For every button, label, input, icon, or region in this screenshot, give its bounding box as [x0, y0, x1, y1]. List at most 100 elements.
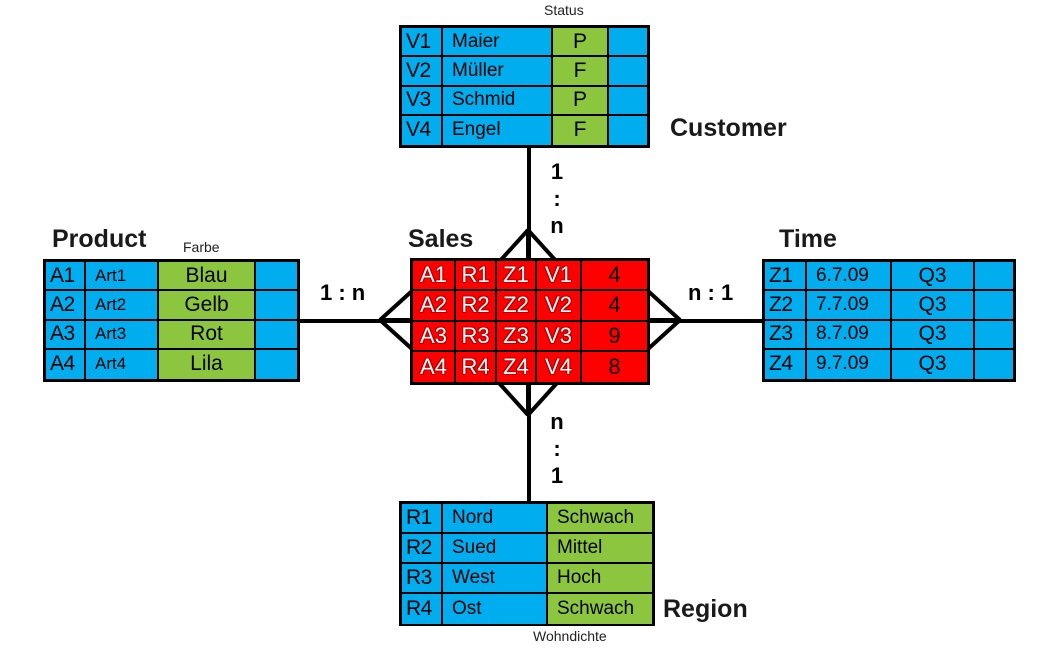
sales-cell-time: Z3 [497, 321, 537, 350]
region-cell-key: R3 [402, 564, 443, 592]
cardinality-customer-sales-line1: 1 [550, 159, 564, 184]
connector-sales-region [527, 383, 531, 502]
time-cell-date: 7.7.09 [807, 291, 892, 319]
customer-cell-status: F [553, 57, 609, 85]
sales-cell-measure: 4 [582, 261, 647, 290]
region-cell-wohndichte: Schwach [548, 594, 652, 624]
customer-cell-key: V3 [402, 86, 443, 114]
region-cell-wohndichte: Hoch [548, 564, 652, 592]
region-cell-name: Nord [443, 504, 548, 532]
time-cell-quarter: Q3 [892, 291, 975, 319]
customer-cell-key: V2 [402, 57, 443, 85]
time-cell-key: Z2 [765, 291, 807, 319]
time-cell-quarter: Q3 [892, 349, 975, 379]
region-cell-key: R4 [402, 594, 443, 624]
customer-cell-key: V1 [402, 28, 443, 56]
crowsfoot-sales-right [646, 289, 682, 351]
customer-cell-status: F [553, 115, 609, 145]
product-cell-farbe: Blau [159, 262, 256, 290]
product-cell-extra [256, 349, 297, 379]
customer-cell-name: Müller [443, 57, 553, 85]
crowsfoot-sales-left [378, 289, 414, 351]
region-cell-key: R1 [402, 504, 443, 532]
product-cell-name: Art3 [86, 320, 159, 348]
product-cell-farbe: Rot [159, 320, 256, 348]
sales-cell-region: R4 [456, 351, 497, 382]
product-cell-farbe: Lila [159, 349, 256, 379]
customer-cell-extra [609, 57, 647, 85]
sales-cell-customer: V4 [537, 351, 582, 382]
customer-cell-name: Maier [443, 28, 553, 56]
region-cell-wohndichte: Mittel [548, 534, 652, 562]
time-cell-extra [975, 262, 1013, 290]
time-cell-extra [975, 349, 1013, 379]
region-cell-key: R2 [402, 534, 443, 562]
region-title: Region [663, 595, 748, 623]
cardinality-sales-region-line2: : [553, 436, 561, 461]
customer-cell-extra [609, 115, 647, 145]
sales-cell-customer: V2 [537, 291, 582, 320]
customer-cell-extra [609, 86, 647, 114]
cardinality-sales-region: n : 1 [542, 408, 572, 489]
customer-cell-key: V4 [402, 115, 443, 145]
sales-cell-product: A3 [413, 321, 456, 350]
sales-cell-customer: V1 [537, 261, 582, 290]
time-cell-key: Z3 [765, 320, 807, 348]
region-cell-name: West [443, 564, 548, 592]
product-cell-key: A3 [46, 320, 86, 348]
sales-cell-measure: 4 [582, 291, 647, 320]
sales-cell-product: A1 [413, 261, 456, 290]
cardinality-customer-sales: 1 : n [542, 158, 572, 239]
product-cell-farbe: Gelb [159, 291, 256, 319]
cardinality-customer-sales-line2: : [553, 186, 561, 211]
time-cell-key: Z1 [765, 262, 807, 290]
sales-cell-measure: 9 [582, 321, 647, 350]
time-title: Time [779, 225, 837, 253]
time-cell-quarter: Q3 [892, 320, 975, 348]
sales-cell-time: Z2 [497, 291, 537, 320]
region-cell-name: Ost [443, 594, 548, 624]
product-cell-key: A4 [46, 349, 86, 379]
sales-cell-region: R3 [456, 321, 497, 350]
sales-cell-region: R2 [456, 291, 497, 320]
sales-cell-time: Z1 [497, 261, 537, 290]
cardinality-sales-region-line3: 1 [550, 463, 564, 488]
time-cell-key: Z4 [765, 349, 807, 379]
connector-customer-sales [527, 146, 531, 262]
sales-cell-time: Z4 [497, 351, 537, 382]
product-cell-name: Art2 [86, 291, 159, 319]
region-cell-wohndichte: Schwach [548, 504, 652, 532]
customer-cell-extra [609, 28, 647, 56]
product-cell-name: Art4 [86, 349, 159, 379]
sales-cell-region: R1 [456, 261, 497, 290]
customer-cell-status: P [553, 28, 609, 56]
time-cell-date: 9.7.09 [807, 349, 892, 379]
region-attribute-caption: Wohndichte [533, 628, 607, 644]
customer-attribute-caption: Status [544, 2, 584, 18]
